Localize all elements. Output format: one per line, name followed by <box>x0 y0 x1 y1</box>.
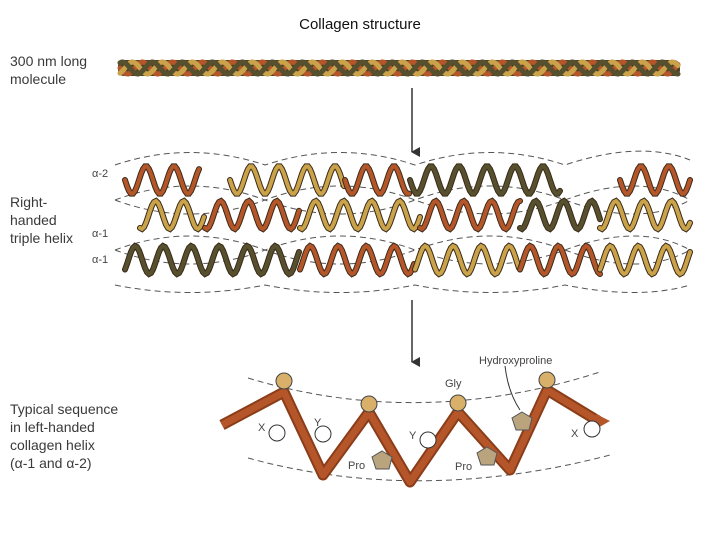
dashed-guide <box>114 150 691 166</box>
rope-strand <box>117 59 681 77</box>
pro-pentagon-icon <box>476 446 498 466</box>
hydroxyproline-pentagon-icon <box>511 411 533 431</box>
y-residue-circle <box>314 425 332 443</box>
dashed-guide <box>114 249 691 265</box>
chain-label-alpha1-a: α-1 <box>92 228 108 240</box>
pro-label: Pro <box>455 461 472 473</box>
y-residue-circle <box>419 431 437 449</box>
gly-bead <box>449 394 467 412</box>
dashed-guide <box>114 235 691 251</box>
hydroxyproline-pointer <box>504 365 521 411</box>
dashed-guide <box>247 454 611 482</box>
helix-chain-segment <box>203 198 301 232</box>
sequence-guide-curves <box>247 371 611 482</box>
gly-bead <box>275 372 293 390</box>
y-label: Y <box>409 430 417 442</box>
helix-chain-segment <box>343 164 411 196</box>
triple-helix-label: Right- handed triple helix <box>10 194 74 246</box>
chain-label-alpha2: α-2 <box>92 168 108 180</box>
gly-bead <box>538 371 556 389</box>
molecule-label: 300 nm long molecule <box>10 53 88 87</box>
helix-chain-segment <box>123 243 301 277</box>
sequence-label: Typical sequence in left-handed collagen… <box>10 401 119 471</box>
helix-chain-segment <box>598 243 692 277</box>
helix-chain-segment <box>228 164 346 196</box>
pro-label: Pro <box>348 460 365 472</box>
helix-chain-segment <box>298 198 422 232</box>
helix-chain-segment <box>138 198 206 232</box>
dashed-guide <box>114 185 691 201</box>
chain-label-alpha1-b: α-1 <box>92 254 108 266</box>
helix-chain-segment <box>598 198 692 232</box>
helix-chain-segment <box>518 198 602 232</box>
y-label: Y <box>314 417 322 429</box>
helix-chain-segment <box>408 164 562 196</box>
gly-label: Gly <box>445 378 462 390</box>
x-label: X <box>571 428 579 440</box>
x-residue-circle <box>268 424 286 442</box>
helix-chain-segment <box>418 198 522 232</box>
sequence-chain-highlight <box>220 386 600 486</box>
helix-chain-segment <box>518 243 602 277</box>
helix-chain-segment <box>618 164 692 196</box>
helix-chain-segment <box>298 243 416 277</box>
page-title: Collagen structure <box>299 16 421 33</box>
molecule-rope <box>117 59 681 77</box>
triple-helix-chains <box>122 163 693 278</box>
helix-chain-segment <box>413 243 521 277</box>
x-label: X <box>258 422 266 434</box>
hydroxyproline-label: Hydroxyproline <box>479 355 552 367</box>
x-residue-circle <box>583 420 601 438</box>
helix-chain-segment <box>123 164 201 196</box>
pro-pentagon-icon <box>371 450 393 470</box>
gly-bead <box>360 395 378 413</box>
dashed-guide <box>114 284 691 293</box>
